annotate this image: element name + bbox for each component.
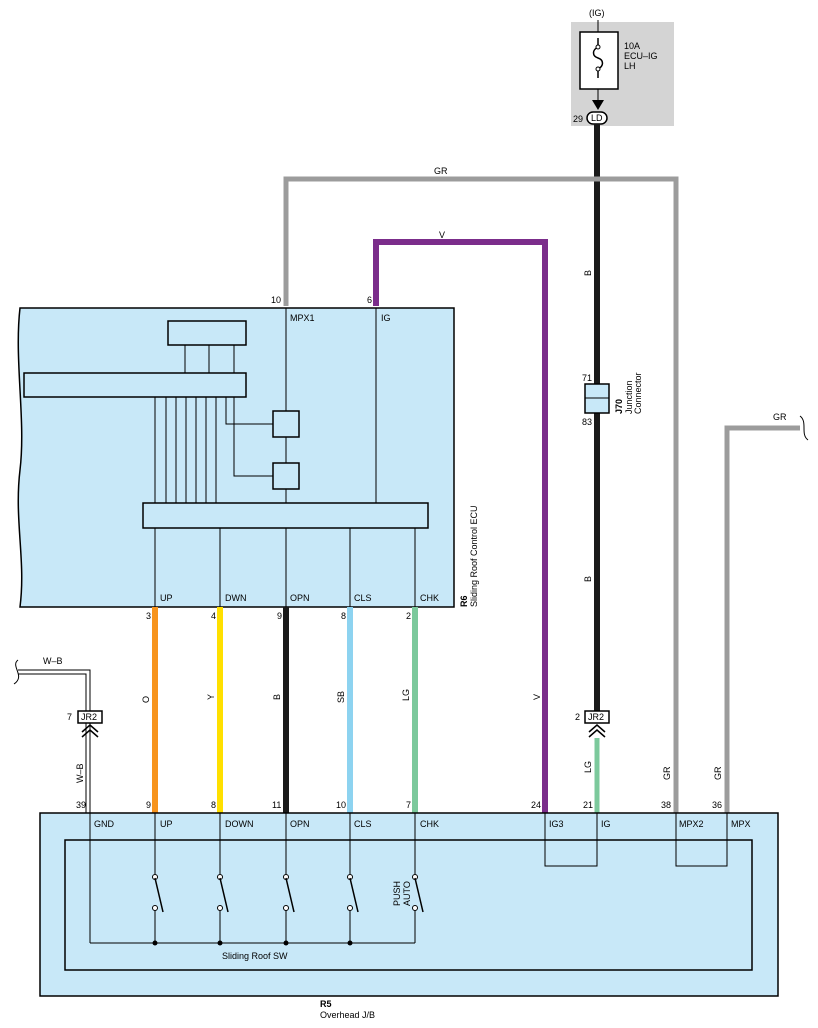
wire-wb [18,669,91,813]
switch-auto-label: AUTO [402,881,412,906]
fuse-name: ECU–IG [624,51,658,61]
ecu-pin-mpx1-num: 10 [271,295,281,305]
ecu-name: Sliding Roof Control ECU [469,505,479,607]
ecu-mux-block-1 [272,410,300,438]
jb-pin-ig3-label: IG3 [549,819,564,829]
ecu-pin-cls-num: 8 [341,611,346,621]
ecu-pin-opn-num: 9 [277,611,282,621]
wire-v-top-label: V [439,230,445,240]
jb-pin-down-label: DOWN [225,819,254,829]
wire-lg-jr2-label: LG [583,761,593,773]
fuse-box [579,31,619,90]
jb-pin-cls-label: CLS [354,819,372,829]
jr2-right-connector [584,710,610,724]
junction-code: J70 [614,399,624,414]
arrow-down-icon [592,100,604,110]
junction-name-2: Connector [633,372,643,414]
ecu-code: R6 [459,595,469,607]
ecu-pin-ig-label: IG [381,313,391,323]
jb-pin-ig3-num: 24 [531,800,541,810]
wire-y-label: Y [206,694,216,700]
connector-ld-pin: 29 [573,114,583,124]
ecu-pin-up-num: 3 [146,611,151,621]
ecu-pin-mpx1-label: MPX1 [290,313,315,323]
junction-pin-in: 71 [582,373,592,383]
ecu-bus-lines [154,397,217,503]
sliding-roof-switch-box [64,839,753,971]
jb-pin-ig-num: 21 [583,800,593,810]
jr2-right-pin: 2 [575,712,580,722]
junction-dots [152,940,353,946]
fuse-side: LH [624,61,636,71]
jb-pin-mpx-num: 36 [712,800,722,810]
jb-pin-opn-num: 11 [272,800,281,810]
jb-pin-gnd-label: GND [94,819,115,829]
jr2-left-label: JR2 [81,712,97,722]
switch-down-icon [217,874,229,913]
wire-gr-top [283,176,679,813]
wire-wb-left-label: W–B [75,763,85,783]
jb-pin-up-num: 9 [146,800,151,810]
fuse-supply-label: (IG) [589,8,605,18]
ecu-pin-ig-num: 6 [367,295,372,305]
jb-pin-down-num: 8 [211,800,216,810]
wire-gr-top-label: GR [434,166,448,176]
wire-lg-label: LG [401,689,411,701]
jr2-left-pin: 7 [67,712,72,722]
wire-gr-mpx-label: GR [713,766,723,780]
wire-gr-right-label: GR [773,412,787,422]
switch-network [89,813,416,944]
wire-b-upper-label: B [583,270,593,276]
ecu-pin-dwn-num: 4 [211,611,216,621]
jb-pin-chk-label: CHK [420,819,439,829]
jr2-left-connector [77,710,103,724]
jr2-right-label: JR2 [588,712,604,722]
connector-ld-label: LD [591,113,603,123]
wire-sb-label: SB [336,691,346,703]
wire-violet [373,239,548,813]
switch-opn-icon [283,874,295,913]
jb-pin-gnd-num: 39 [76,800,86,810]
wire-v-side-label: V [532,694,542,700]
fuse-icon [592,38,604,78]
jr2-right-chevron-icon [588,724,606,738]
ecu-pin-up-label: UP [160,593,173,603]
jb-pin-ig-label: IG [601,819,611,829]
jb-pin-up-label: UP [160,819,173,829]
switch-chk-icon [412,874,424,913]
jb-pin-chk-num: 7 [406,800,411,810]
wire-gr-mpx2-label: GR [662,766,672,780]
jb-pin-cls-num: 10 [336,800,346,810]
junction-pin-out: 83 [582,417,592,427]
switch-up-icon [152,874,164,913]
wire-o-label: O [141,696,151,703]
wire-b-signal-label: B [272,694,282,700]
switch-name: Sliding Roof SW [222,951,288,961]
ecu-bus-bar [23,372,247,398]
jb-name: Overhead J/B [320,1010,375,1020]
jb-code: R5 [320,999,332,1009]
switch-push-label: PUSH [392,881,402,906]
ecu-pin-opn-label: OPN [290,593,310,603]
jr2-left-chevron-icon [81,724,99,738]
fuse-rating: 10A [624,41,640,51]
ecu-pin-cls-label: CLS [354,593,372,603]
ecu-logic-block [142,502,429,529]
jb-pin-mpx-label: MPX [731,819,751,829]
jb-pin-mpx2-label: MPX2 [679,819,704,829]
ecu-pin-chk-label: CHK [420,593,439,603]
ecu-box [17,307,455,608]
ecu-pin-dwn-label: DWN [225,593,247,603]
ecu-mux-block-2 [272,462,300,490]
ecu-block-top [167,320,247,346]
ecu-pin-chk-num: 2 [406,611,411,621]
wire-gr-right [724,425,800,813]
wire-b-lower-label: B [583,576,593,582]
wire-wb-top-label: W–B [43,656,63,666]
junction-name-1: Junction [624,380,634,414]
switch-cls-icon [347,874,359,913]
jb-pin-mpx2-num: 38 [661,800,671,810]
jb-pin-opn-label: OPN [290,819,310,829]
